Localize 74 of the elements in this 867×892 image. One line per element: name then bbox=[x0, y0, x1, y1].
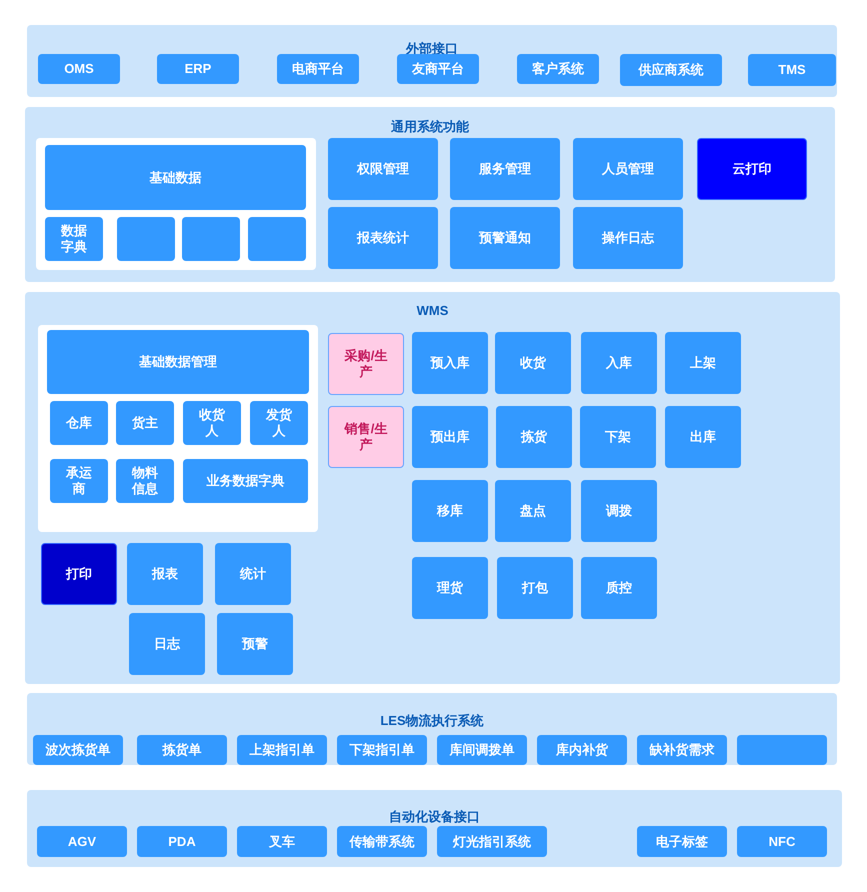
module-box: 服务管理 bbox=[450, 138, 560, 200]
section-heading: 通用系统功能 bbox=[390, 118, 470, 136]
layer-band bbox=[25, 292, 840, 684]
module-box: 业务数据字典 bbox=[183, 459, 308, 503]
module-box: 基础数据 bbox=[45, 145, 306, 210]
module-box: 入库 bbox=[581, 332, 657, 394]
module-box: 盘点 bbox=[495, 480, 571, 542]
module-box: 统计 bbox=[215, 543, 291, 605]
module-box: TMS bbox=[748, 54, 836, 86]
module-box: PDA bbox=[137, 826, 227, 857]
module-box: 预入库 bbox=[412, 332, 488, 394]
module-box: 库内补货 bbox=[537, 735, 627, 765]
module-box: 理货 bbox=[412, 557, 488, 619]
layer-band bbox=[27, 25, 837, 97]
module-box: 电商平台 bbox=[277, 54, 359, 84]
module-box: 报表统计 bbox=[328, 207, 438, 269]
module-box: 数据字典 bbox=[45, 217, 103, 261]
module-box bbox=[117, 217, 175, 261]
layer-band bbox=[25, 107, 835, 282]
module-box: 移库 bbox=[412, 480, 488, 542]
module-box: 库间调拨单 bbox=[437, 735, 527, 765]
module-box: 传输带系统 bbox=[337, 826, 427, 857]
module-box: NFC bbox=[737, 826, 827, 857]
module-box: 发货人 bbox=[250, 401, 308, 445]
module-box: ERP bbox=[157, 54, 239, 84]
module-box: 质控 bbox=[581, 557, 657, 619]
module-box: 操作日志 bbox=[573, 207, 683, 269]
module-box: 波次拣货单 bbox=[33, 735, 123, 765]
module-box: 销售/生产 bbox=[328, 406, 404, 468]
module-box bbox=[248, 217, 306, 261]
module-box: 拣货单 bbox=[137, 735, 227, 765]
module-box: 出库 bbox=[665, 406, 741, 468]
module-box: 上架指引单 bbox=[237, 735, 327, 765]
module-box: 电子标签 bbox=[637, 826, 727, 857]
module-box: 拣货 bbox=[496, 406, 572, 468]
module-box: 缺补货需求 bbox=[637, 735, 727, 765]
module-box: 预出库 bbox=[412, 406, 488, 468]
module-box bbox=[737, 735, 827, 765]
module-box: 仓库 bbox=[50, 401, 108, 445]
module-box: 下架指引单 bbox=[337, 735, 427, 765]
module-box: 供应商系统 bbox=[620, 54, 722, 86]
module-box: 打包 bbox=[497, 557, 573, 619]
module-box: 下架 bbox=[580, 406, 656, 468]
module-box: 承运商 bbox=[50, 459, 108, 503]
module-box: 采购/生产 bbox=[328, 333, 404, 395]
module-box: 物料信息 bbox=[116, 459, 174, 503]
module-box: 基础数据管理 bbox=[47, 330, 309, 394]
module-box: OMS bbox=[38, 54, 120, 84]
module-box: 日志 bbox=[129, 613, 205, 675]
module-box: 收货人 bbox=[183, 401, 241, 445]
module-box: AGV bbox=[37, 826, 127, 857]
module-box: 云打印 bbox=[697, 138, 807, 200]
layer-band bbox=[27, 790, 842, 867]
module-box: 打印 bbox=[41, 543, 117, 605]
section-heading: 自动化设备接口 bbox=[388, 808, 481, 826]
module-box: 叉车 bbox=[237, 826, 327, 857]
module-box: 调拨 bbox=[581, 480, 657, 542]
module-box: 货主 bbox=[116, 401, 174, 445]
module-box bbox=[182, 217, 240, 261]
group-panel bbox=[38, 325, 318, 532]
module-box: 报表 bbox=[127, 543, 203, 605]
module-box: 上架 bbox=[665, 332, 741, 394]
module-box: 收货 bbox=[495, 332, 571, 394]
module-box: 预警 bbox=[217, 613, 293, 675]
module-box: 友商平台 bbox=[397, 54, 479, 84]
section-heading: LES物流执行系统 bbox=[379, 712, 485, 730]
layer-band bbox=[27, 693, 837, 765]
module-box: 权限管理 bbox=[328, 138, 438, 200]
module-box: 客户系统 bbox=[517, 54, 599, 84]
section-heading: WMS bbox=[416, 303, 450, 318]
module-box: 预警通知 bbox=[450, 207, 560, 269]
group-panel bbox=[36, 138, 316, 270]
module-box: 人员管理 bbox=[573, 138, 683, 200]
module-box: 灯光指引系统 bbox=[437, 826, 547, 857]
